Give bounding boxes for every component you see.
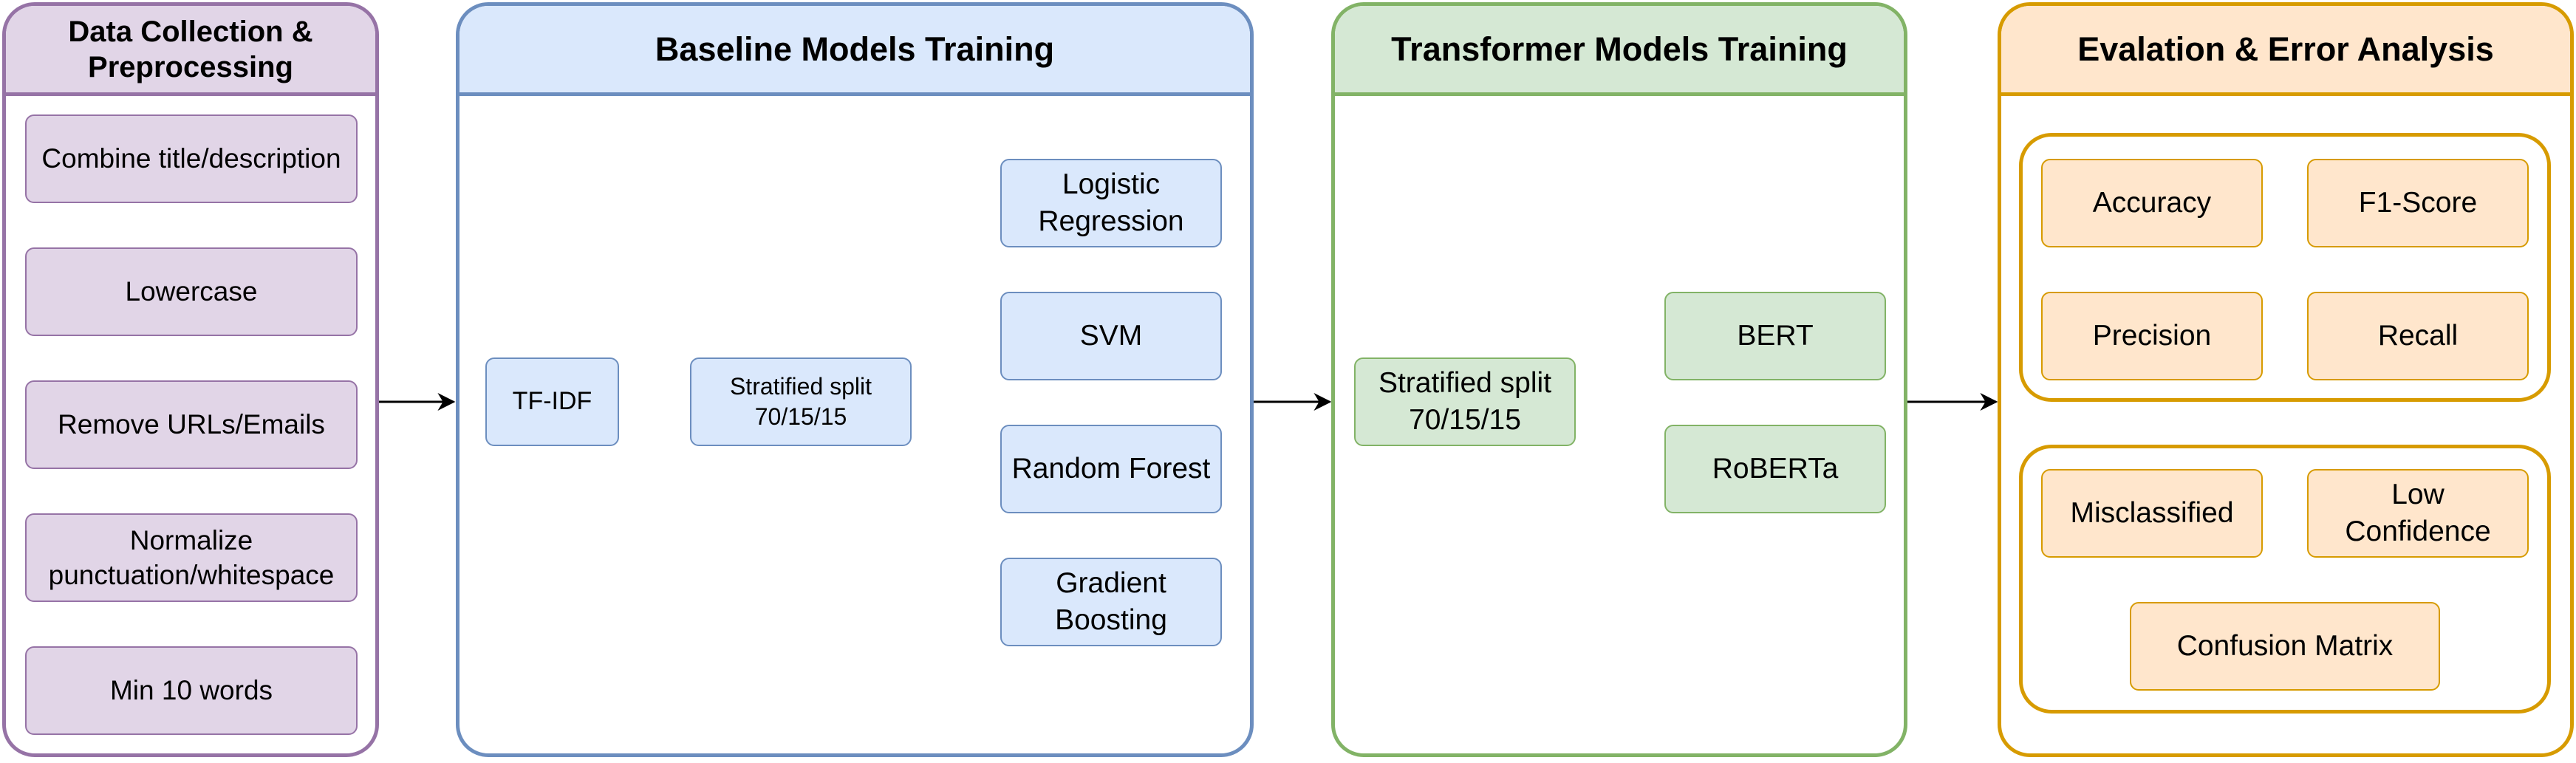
model-roberta: RoBERTa xyxy=(1664,425,1886,513)
transformer-title: Transformer Models Training xyxy=(1335,6,1904,96)
metric-f1-score: F1-Score xyxy=(2307,159,2529,247)
preprocessing-title: Data Collection & Preprocessing xyxy=(6,6,375,96)
model-random-forest: Random Forest xyxy=(1000,425,1222,513)
step-min-words: Min 10 words xyxy=(25,646,358,735)
model-gradient-boosting: Gradient Boosting xyxy=(1000,558,1222,646)
baseline-title: Baseline Models Training xyxy=(459,6,1250,96)
evaluation-title: Evalation & Error Analysis xyxy=(2001,6,2570,96)
baseline-split-node: Stratified split 70/15/15 xyxy=(690,357,912,446)
model-bert: BERT xyxy=(1664,292,1886,380)
model-svm: SVM xyxy=(1000,292,1222,380)
metric-recall: Recall xyxy=(2307,292,2529,380)
model-logistic-regression: Logistic Regression xyxy=(1000,159,1222,247)
error-misclassified: Misclassified xyxy=(2041,469,2263,558)
metric-accuracy: Accuracy xyxy=(2041,159,2263,247)
tfidf-node: TF-IDF xyxy=(485,357,619,446)
step-remove-urls: Remove URLs/Emails xyxy=(25,380,358,469)
step-lowercase: Lowercase xyxy=(25,247,358,336)
error-low-confidence: Low Confidence xyxy=(2307,469,2529,558)
metric-precision: Precision xyxy=(2041,292,2263,380)
transformer-split-node: Stratified split 70/15/15 xyxy=(1354,357,1576,446)
error-confusion-matrix: Confusion Matrix xyxy=(2130,602,2440,691)
step-normalize: Normalize punctuation/whitespace xyxy=(25,513,358,602)
step-combine: Combine title/description xyxy=(25,114,358,203)
